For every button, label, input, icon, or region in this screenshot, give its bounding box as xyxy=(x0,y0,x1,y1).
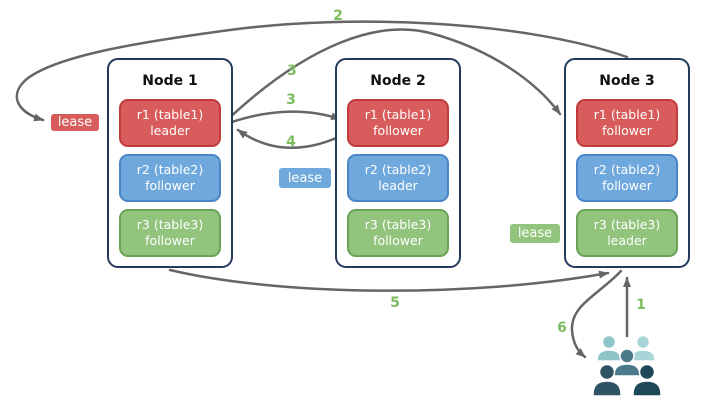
step-label-3b: 3 xyxy=(286,92,296,108)
node-2-replica-r3: r3 (table3) follower xyxy=(347,209,449,257)
node-1-replica-r1: r1 (table1) leader xyxy=(119,99,221,147)
replica-label: r1 (table1) xyxy=(136,107,204,122)
step-label-5: 5 xyxy=(390,295,400,311)
replica-role: leader xyxy=(378,178,418,193)
lease-badge-r1: lease xyxy=(49,112,101,133)
replica-label: r3 (table3) xyxy=(136,217,204,232)
replica-role: follower xyxy=(602,178,652,193)
step-label-3a: 3 xyxy=(287,63,297,79)
replica-label: r2 (table2) xyxy=(364,162,432,177)
arrow-step-5-node1-to-node3 xyxy=(168,268,610,292)
replica-role: leader xyxy=(150,123,190,138)
replica-role: leader xyxy=(607,233,647,248)
node-1-replica-r2: r2 (table2) follower xyxy=(119,154,221,202)
replica-label: r2 (table2) xyxy=(136,162,204,177)
node-1-container: Node 1 r1 (table1) leader r2 (table2) fo… xyxy=(107,58,233,268)
step-label-4: 4 xyxy=(286,134,296,150)
lease-badge-r3: lease xyxy=(508,222,562,245)
replica-label: r1 (table1) xyxy=(593,107,661,122)
node-3-title: Node 3 xyxy=(599,73,655,89)
lease-badge-r2: lease xyxy=(277,166,333,190)
replica-role: follower xyxy=(145,178,195,193)
replica-role: follower xyxy=(373,123,423,138)
node-1-title: Node 1 xyxy=(142,73,198,89)
user-figure xyxy=(592,363,622,397)
step-label-6: 6 xyxy=(557,320,567,336)
replica-label: r2 (table2) xyxy=(593,162,661,177)
node-2-replica-r2: r2 (table2) leader xyxy=(347,154,449,202)
user-figure xyxy=(596,334,622,362)
node-2-title: Node 2 xyxy=(370,73,426,89)
replica-label: r1 (table1) xyxy=(364,107,432,122)
replica-label: r3 (table3) xyxy=(593,217,661,232)
node-3-replica-r1: r1 (table1) follower xyxy=(576,99,678,147)
arrow-step-3-node1-to-node2 xyxy=(224,110,342,126)
node-1-replica-r3: r3 (table3) follower xyxy=(119,209,221,257)
replica-label: r3 (table3) xyxy=(364,217,432,232)
step-label-2: 2 xyxy=(333,8,343,24)
replica-role: follower xyxy=(373,233,423,248)
node-3-replica-r2: r2 (table2) follower xyxy=(576,154,678,202)
step-label-1: 1 xyxy=(636,297,646,313)
node-3-container: Node 3 r1 (table1) follower r2 (table2) … xyxy=(564,58,690,268)
users-group-icon xyxy=(592,334,662,397)
node-2-replica-r1: r1 (table1) follower xyxy=(347,99,449,147)
node-2-container: Node 2 r1 (table1) follower r2 (table2) … xyxy=(335,58,461,268)
user-figure xyxy=(632,363,662,397)
replica-role: follower xyxy=(602,123,652,138)
node-3-replica-r3: r3 (table3) leader xyxy=(576,209,678,257)
replica-role: follower xyxy=(145,233,195,248)
